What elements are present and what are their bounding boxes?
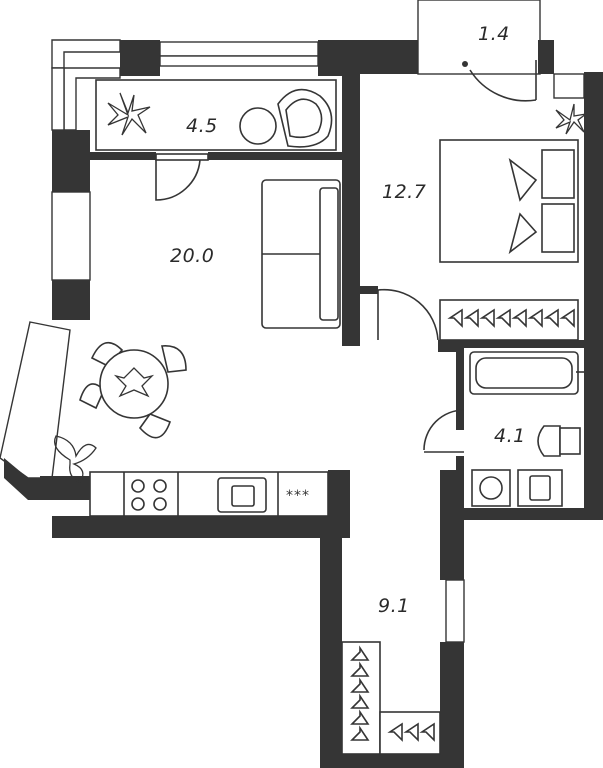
hanger-icon bbox=[387, 722, 403, 742]
sink-icon bbox=[217, 477, 267, 513]
hanger-icon bbox=[350, 645, 435, 742]
hanger-icon bbox=[447, 308, 463, 328]
hanger-icon bbox=[447, 308, 575, 328]
living-kitchen-area-label: 20.0 bbox=[170, 245, 214, 267]
hanger-icon bbox=[350, 661, 370, 677]
loggia-area-label: 4.5 bbox=[186, 115, 218, 137]
washing-machine-icon bbox=[471, 469, 511, 507]
hanger-icon bbox=[543, 308, 559, 328]
hanger-icon bbox=[419, 722, 435, 742]
hanger-icon bbox=[350, 677, 370, 693]
hanger-icon bbox=[559, 308, 575, 328]
bed-icon bbox=[439, 139, 579, 263]
plant-icon bbox=[53, 435, 97, 483]
plant-icon bbox=[107, 92, 151, 136]
hanger-icon bbox=[463, 308, 479, 328]
plant-icon bbox=[555, 103, 587, 135]
hallway-wardrobe bbox=[341, 641, 441, 755]
hanger-icon bbox=[511, 308, 527, 328]
toilet-icon bbox=[537, 425, 581, 457]
hanger-icon bbox=[350, 645, 370, 661]
hanger-icon bbox=[527, 308, 543, 328]
hallway-area-label: 9.1 bbox=[378, 595, 410, 617]
kitchen-counter bbox=[89, 471, 329, 517]
hanger-icon bbox=[350, 693, 370, 709]
hanger-icon bbox=[350, 709, 370, 725]
armchair-icon bbox=[239, 88, 333, 148]
bedroom-area-label: 12.7 bbox=[382, 181, 426, 203]
balcony-area-label: 1.4 bbox=[478, 23, 510, 45]
hanger-icon bbox=[495, 308, 511, 328]
sofa-icon bbox=[261, 179, 341, 329]
cooktop-label: *** bbox=[286, 488, 310, 504]
doors bbox=[155, 60, 537, 453]
bathroom-area-label: 4.1 bbox=[494, 425, 526, 447]
hanger-icon bbox=[350, 725, 370, 741]
sink-icon bbox=[517, 469, 563, 507]
wardrobe bbox=[439, 299, 579, 341]
hanger-icon bbox=[403, 722, 419, 742]
stove-icon bbox=[131, 479, 167, 511]
bathtub-icon bbox=[469, 351, 584, 395]
hanger-icon bbox=[479, 308, 495, 328]
dining-table-icon bbox=[79, 341, 187, 439]
